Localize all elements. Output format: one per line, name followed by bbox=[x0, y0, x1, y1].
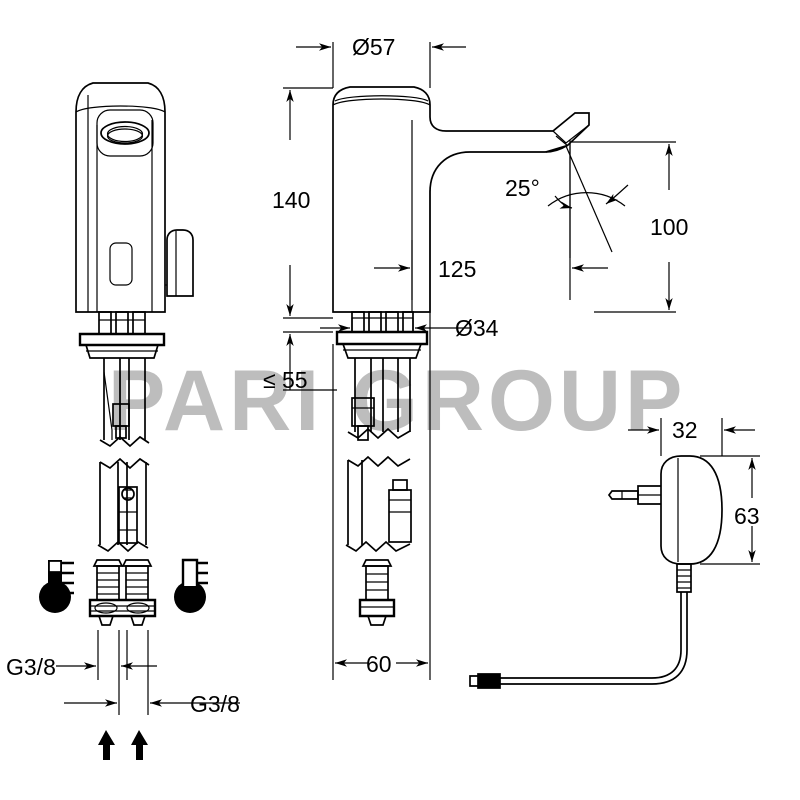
dimension-g38-hot: G3/8 bbox=[6, 654, 56, 680]
thermometer-hot-icon bbox=[39, 560, 74, 613]
dimension-140: 140 bbox=[272, 187, 310, 213]
power-adapter-view: 32 63 bbox=[469, 417, 760, 689]
front-elevation-view: G3/8 G3/8 bbox=[6, 82, 240, 760]
supply-connector-right bbox=[121, 559, 153, 601]
dimension-dia34: Ø34 bbox=[455, 315, 499, 341]
dimension-g38-cold: G3/8 bbox=[190, 691, 240, 717]
dimension-max55: ≤ 55 bbox=[263, 367, 308, 393]
dimension-63: 63 bbox=[734, 503, 760, 529]
watermark-label: PARI GROUP bbox=[108, 353, 686, 449]
supply-connector-left bbox=[92, 559, 124, 601]
dimension-60: 60 bbox=[366, 651, 392, 677]
flow-arrow-up-left-icon bbox=[98, 730, 115, 760]
dimension-angle-25: 25° bbox=[505, 175, 540, 201]
side-elevation-view: Ø57 140 125 25° 100 bbox=[263, 34, 688, 680]
flow-arrow-up-right-icon bbox=[131, 730, 148, 760]
dimension-100: 100 bbox=[650, 214, 688, 240]
thermometer-cold-icon bbox=[174, 558, 208, 613]
dimension-32: 32 bbox=[672, 417, 698, 443]
watermark: PARI GROUP bbox=[108, 353, 686, 449]
dimension-125: 125 bbox=[438, 256, 476, 282]
dimension-dia57: Ø57 bbox=[352, 34, 395, 60]
